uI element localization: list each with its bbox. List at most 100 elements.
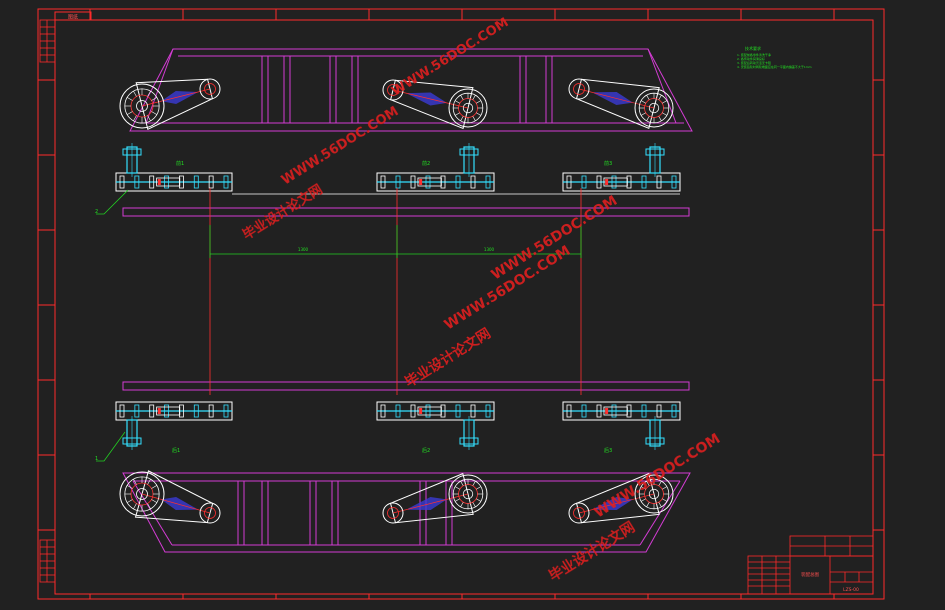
arm-centerline xyxy=(141,88,211,107)
bearing-block xyxy=(149,175,155,189)
drawing-title: 装配总图 xyxy=(801,571,819,578)
bearing-block xyxy=(596,175,602,189)
bearing-block xyxy=(380,175,386,189)
sprocket-spoke xyxy=(476,498,481,502)
frame-post xyxy=(329,55,337,124)
station-label-top-2: 前2 xyxy=(422,160,430,167)
sprocket-spoke xyxy=(472,116,476,121)
coupling xyxy=(417,177,442,187)
bearing-block xyxy=(208,404,214,418)
sprocket-spoke xyxy=(455,486,460,490)
leader-label-1: 1 xyxy=(95,456,98,462)
sprocket-spoke xyxy=(126,111,133,115)
idler-outer xyxy=(382,502,404,524)
frame-post xyxy=(283,55,291,124)
coupling xyxy=(603,406,628,416)
arm-centerline xyxy=(392,89,469,109)
bearing-block xyxy=(193,404,199,418)
bearing-block xyxy=(641,404,647,418)
bearing-block xyxy=(581,175,587,189)
coupling-key xyxy=(605,408,609,414)
idler-inner xyxy=(204,507,216,519)
sprocket-outer xyxy=(448,474,488,514)
bearing-block xyxy=(149,404,155,418)
bearing-block xyxy=(223,404,229,418)
bearing-block xyxy=(611,175,617,189)
coupling-key xyxy=(605,179,609,185)
bearing-block xyxy=(455,175,461,189)
sprocket-spoke xyxy=(460,502,464,507)
dimension-1: 1300 xyxy=(298,247,309,252)
drawing-number: LZS-00 xyxy=(843,587,859,593)
note-line-3: 3. 装配后转动灵活无卡阻 xyxy=(737,60,771,65)
frame-post xyxy=(237,480,245,546)
sprocket-hub xyxy=(648,102,660,114)
arm-centerline xyxy=(392,493,469,514)
bearing-block xyxy=(395,175,401,189)
bearing-block xyxy=(380,404,386,418)
bearing-block xyxy=(485,175,491,189)
bearing-block xyxy=(223,175,229,189)
sprocket-spoke xyxy=(460,95,464,100)
sprocket-spoke xyxy=(460,116,464,121)
bottom-frame xyxy=(122,472,691,553)
sprocket-hub xyxy=(136,488,148,500)
frame-post xyxy=(261,480,269,546)
bearing-block xyxy=(656,175,662,189)
bearing-block xyxy=(671,175,677,189)
sprocket-spoke xyxy=(472,502,476,507)
bearing-block xyxy=(671,404,677,418)
bearing-block xyxy=(566,175,572,189)
sprocket-spoke xyxy=(133,503,137,510)
idler-outer xyxy=(568,78,590,100)
note-line-2: 2. 各传动件润滑良好 xyxy=(737,56,765,61)
sprocket-spoke xyxy=(646,116,650,121)
sprocket-spoke xyxy=(472,481,476,486)
sprocket-spoke xyxy=(641,486,646,490)
station-label-bottom-3: 后3 xyxy=(604,447,612,454)
sprocket-hub xyxy=(462,102,474,114)
frame-post xyxy=(351,55,359,124)
idler-outer xyxy=(568,502,590,524)
bottom-station-labels: 后1 后2 后3 xyxy=(172,447,612,454)
station-label-top-1: 前1 xyxy=(176,160,184,167)
bearing-block xyxy=(470,404,476,418)
bearing-block xyxy=(410,404,416,418)
bearing-block xyxy=(119,175,125,189)
coupling-key xyxy=(157,408,161,414)
bearing-block xyxy=(581,404,587,418)
sprocket-spoke xyxy=(646,95,650,100)
idler-inner xyxy=(573,507,585,519)
idler-inner xyxy=(387,507,399,519)
title-tab-text: 图纸 xyxy=(68,14,78,21)
note-line-4: 4. 安装链轮时两轮端面应在同一平面内偏差不大于1mm xyxy=(737,64,812,69)
sprocket-spoke xyxy=(662,100,667,104)
frame-post xyxy=(419,480,427,546)
sprocket-spoke xyxy=(133,115,137,122)
coupling-key xyxy=(419,179,423,185)
sprocket-hub xyxy=(462,488,474,500)
sprocket-spoke xyxy=(126,485,133,489)
sprocket-spoke xyxy=(126,97,133,101)
bearing-block xyxy=(470,175,476,189)
sprocket-spoke xyxy=(662,112,667,116)
sprocket-spoke xyxy=(641,498,646,502)
top-frame xyxy=(129,48,693,132)
sprocket-spoke xyxy=(151,97,158,101)
sprocket-spoke xyxy=(476,112,481,116)
sprocket-spoke xyxy=(151,499,158,503)
bearing-block xyxy=(425,404,431,418)
bearing-block xyxy=(566,404,572,418)
bearing-block xyxy=(596,404,602,418)
leader-lines: 2 1 xyxy=(95,189,129,462)
sprocket-spoke xyxy=(472,95,476,100)
top-station-labels: 前1 前2 前3 xyxy=(176,160,612,167)
notes-heading: 技术要求 xyxy=(745,45,761,51)
sprocket-outer xyxy=(119,471,165,517)
idler-outer xyxy=(199,502,221,524)
sprocket-spoke xyxy=(133,478,137,485)
technical-notes: 技术要求 1. 装配前各零件清洗干净 2. 各传动件润滑良好 3. 装配后转动灵… xyxy=(737,45,812,69)
sprocket-spoke xyxy=(641,112,646,116)
idler-inner xyxy=(387,84,399,96)
frame-post xyxy=(445,480,453,546)
